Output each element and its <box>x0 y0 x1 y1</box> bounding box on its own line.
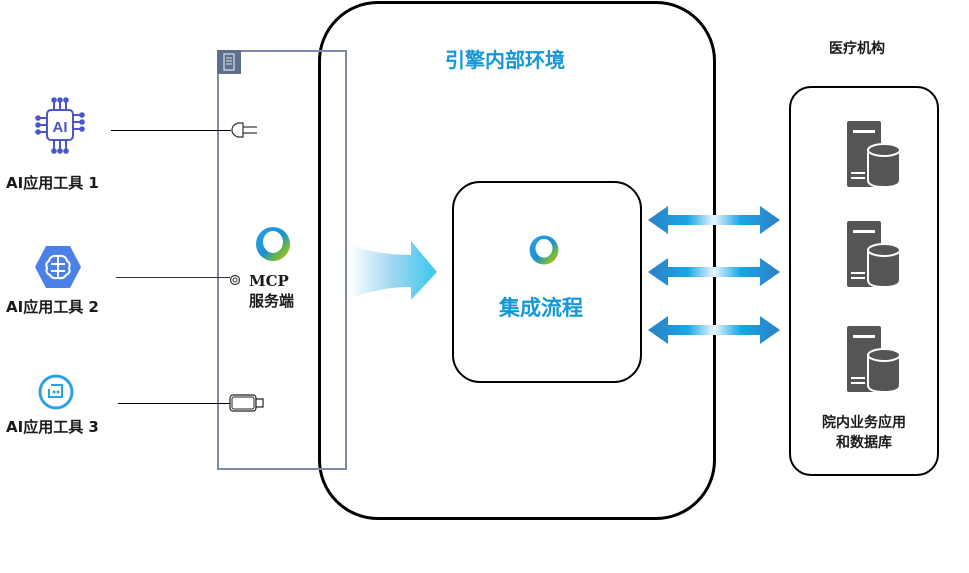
server-tower-icon <box>217 50 241 74</box>
chat-bot-icon <box>38 374 74 410</box>
plug-icon <box>231 121 261 139</box>
integration-flow-label: 集成流程 <box>499 296 583 320</box>
database-server-icon <box>843 325 903 394</box>
ai-chip-icon: AI <box>28 94 92 158</box>
svg-text:AI: AI <box>53 119 68 136</box>
mcp-label-line1: MCP <box>249 272 289 290</box>
connector-line-2 <box>116 277 230 278</box>
hospital-title: 医疗机构 <box>829 41 885 57</box>
hospital-label-line1: 院内业务应用 <box>822 415 906 431</box>
database-server-icon <box>843 120 903 189</box>
battery-connector-icon <box>229 393 265 413</box>
tool-label-3: AI应用工具 3 <box>6 418 99 436</box>
socket-ring-icon <box>229 271 241 286</box>
sync-arrow-1 <box>648 206 780 234</box>
sync-arrow-2 <box>648 258 780 286</box>
integration-flow-box <box>452 181 642 383</box>
tool-label-1: AI应用工具 1 <box>6 174 99 192</box>
brain-hexagon-icon <box>34 244 82 290</box>
engine-environment-container <box>318 1 716 520</box>
hospital-label-line2: 和数据库 <box>836 435 892 451</box>
flow-ring-logo-icon <box>527 233 561 267</box>
ring-logo-icon <box>253 224 293 264</box>
mcp-server-label: MCP 服务端 <box>249 271 294 311</box>
connector-line-3 <box>118 403 230 404</box>
bidirectional-arrows <box>648 206 780 344</box>
mcp-label-line2: 服务端 <box>249 292 295 310</box>
tool-label-2: AI应用工具 2 <box>6 298 99 316</box>
connector-line-1 <box>111 130 231 131</box>
data-flow-arrow-icon <box>349 237 439 309</box>
database-server-icon <box>843 220 903 289</box>
engine-title: 引擎内部环境 <box>445 48 565 72</box>
sync-arrow-3 <box>648 316 780 344</box>
mcp-server-panel <box>217 50 347 470</box>
hospital-container <box>789 86 939 476</box>
